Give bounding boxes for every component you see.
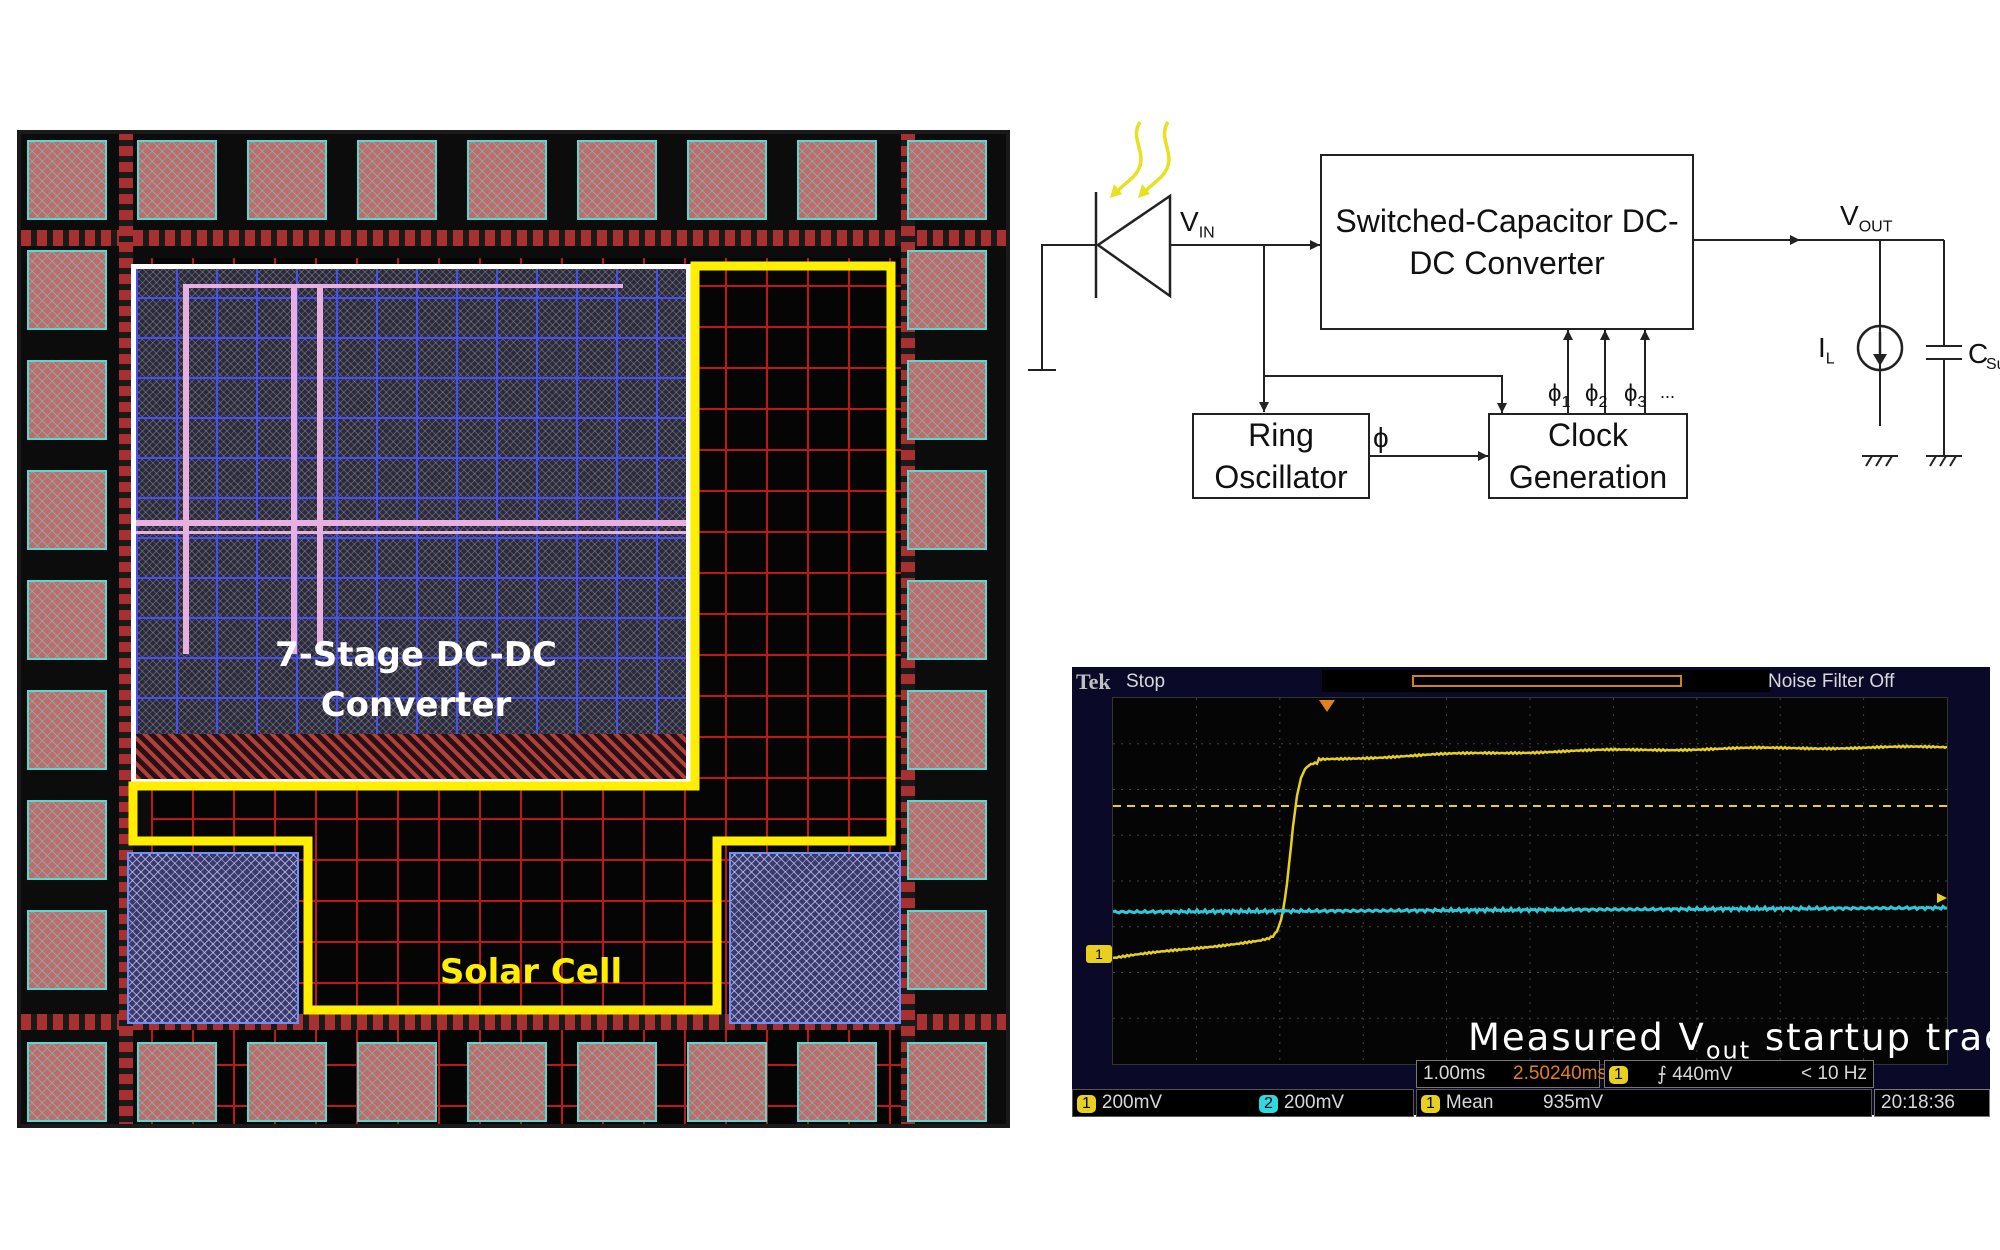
io-pad [467, 140, 547, 220]
ch1-ground-marker[interactable]: 1 [1086, 945, 1112, 963]
il-label: IL [1818, 332, 1835, 368]
trigger-frequency: < 10 Hz [1801, 1063, 1868, 1084]
io-pad [357, 140, 437, 220]
io-pad [797, 140, 877, 220]
io-pad [907, 690, 987, 770]
sub-pad-left [127, 852, 299, 1024]
vout-label: VOUT [1840, 200, 1893, 236]
io-pad [27, 690, 107, 770]
clock-box: 20:18:36 [1874, 1089, 1990, 1117]
ch2-trace [1112, 904, 1948, 916]
dcdc-converter-label: 7-Stage DC-DC Converter [275, 635, 557, 725]
noise-filter-status: Noise Filter Off [1768, 671, 1895, 692]
routing-bar [291, 284, 297, 654]
position-value: 2.50240ms [1513, 1063, 1608, 1084]
trigger-channel: 1 [1609, 1063, 1634, 1085]
timebase-value: 1.00ms [1423, 1063, 1486, 1084]
io-pad [687, 1042, 767, 1122]
io-pad [907, 140, 987, 220]
io-pad [137, 1042, 217, 1122]
trigger-level-marker [1937, 893, 1947, 903]
trigger-position-marker [1319, 700, 1335, 712]
timebase-box[interactable]: 1.00ms 2.50240ms [1416, 1060, 1607, 1088]
record-window [1412, 675, 1682, 687]
phi1-label: ϕ1 [1548, 380, 1571, 411]
io-pad [27, 140, 107, 220]
routing-bar [183, 284, 623, 288]
photodiode-icon [1094, 192, 1172, 299]
io-pad [797, 1042, 877, 1122]
io-pad [27, 1042, 107, 1122]
wiring [1028, 121, 1962, 467]
io-pad [577, 140, 657, 220]
csupply-sub: Supply [1986, 356, 2000, 373]
trigger-box[interactable]: 1 ⨍ 440mV < 10 Hz [1604, 1060, 1874, 1088]
io-pad [27, 580, 107, 660]
routing-bar [317, 284, 323, 654]
routing-bar [136, 531, 686, 534]
scope-clock: 20:18:36 [1881, 1092, 1955, 1113]
io-pad [357, 1042, 437, 1122]
io-pad [467, 1042, 547, 1122]
trigger-level: ⨍ 440mV [1657, 1064, 1733, 1085]
scope-screen: Measured Vout startup trace [1112, 697, 2000, 1065]
sub-pad-right [729, 852, 901, 1024]
top-rail [21, 230, 1006, 246]
clock-generation-block: Clock Generation [1488, 413, 1688, 499]
io-pad [247, 1042, 327, 1122]
switched-capacitor-converter-block: Switched-Capacitor DC- DC Converter [1320, 154, 1694, 330]
chip-layout: 7-Stage DC-DC Converter Solar Cell [17, 130, 1010, 1128]
phi3-label: ϕ3 [1624, 380, 1647, 411]
light-rays-icon [1112, 121, 1171, 196]
scope-status: Stop [1126, 671, 1166, 692]
io-pad [907, 580, 987, 660]
scope-brand: Tek [1076, 669, 1111, 694]
ring-oscillator-block: Ring Oscillator [1192, 413, 1370, 499]
io-pad [137, 140, 217, 220]
vin-label: VIN [1180, 206, 1215, 242]
scope-caption: Measured Vout startup trace [1468, 1016, 2000, 1065]
io-pad [27, 250, 107, 330]
io-pad [27, 470, 107, 550]
phi2-label: ϕ2 [1585, 380, 1608, 411]
io-pad [907, 1042, 987, 1122]
io-pad [27, 910, 107, 990]
io-pad [907, 800, 987, 880]
io-pad [907, 360, 987, 440]
oscilloscope-screenshot: Tek Stop Noise Filter Off Measured Vout … [1072, 667, 2000, 1117]
io-pad [907, 470, 987, 550]
routing-bar [136, 520, 686, 526]
io-pad [577, 1042, 657, 1122]
io-pad [27, 360, 107, 440]
io-pad [907, 250, 987, 330]
solar-cell-outline [128, 261, 896, 1015]
routing-bar [183, 284, 189, 654]
io-pad [27, 800, 107, 880]
solar-cell-label: Solar Cell [439, 952, 623, 992]
csupply-label-text: C [1968, 338, 1989, 369]
io-pad [907, 910, 987, 990]
mean-value: 935mV [1543, 1092, 1604, 1113]
io-pad [247, 140, 327, 220]
io-pad [687, 140, 767, 220]
phi-ellipsis: ... [1660, 382, 1676, 402]
waveform-display [1112, 698, 1948, 1064]
phi-label: ϕ [1373, 422, 1389, 453]
ch1-trace [1112, 744, 1948, 960]
block-diagram: Switched-Capacitor DC- DC Converter Ring… [1020, 110, 2000, 530]
dcdc-bottom-strip [136, 734, 686, 779]
